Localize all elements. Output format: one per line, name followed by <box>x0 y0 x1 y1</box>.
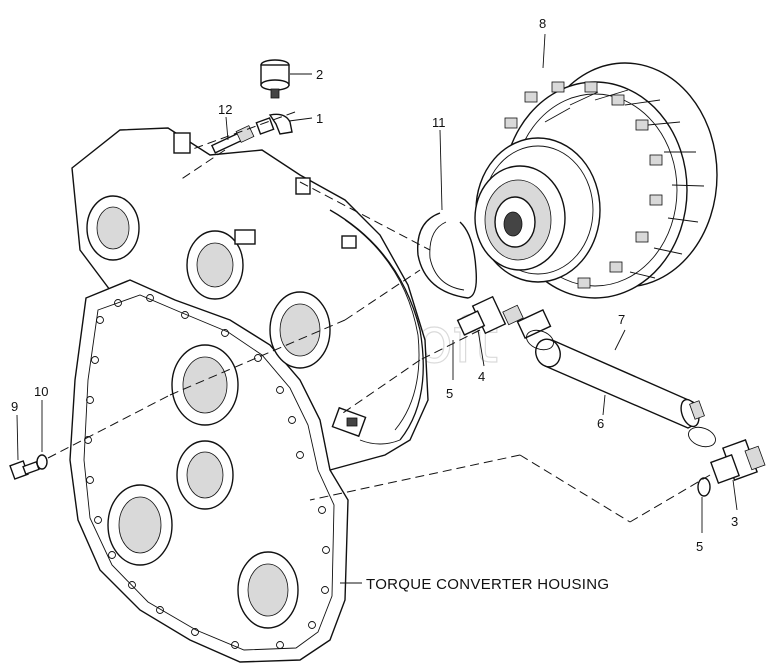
torque-converter-housing <box>69 127 429 663</box>
perimeter-bolts <box>84 294 330 649</box>
washer-10 <box>36 454 48 470</box>
callout-7: 7 <box>618 312 625 327</box>
elbow-fitting-4 <box>456 295 552 340</box>
snap-ring <box>416 212 478 299</box>
callout-11: 11 <box>432 115 446 130</box>
callout-6: 6 <box>597 416 604 431</box>
o-ring-5-right <box>697 477 711 497</box>
callout-12: 12 <box>218 102 232 117</box>
callout-3: 3 <box>731 514 738 529</box>
converter-ribs <box>544 89 705 279</box>
upper-bores <box>86 195 331 369</box>
leader-lines <box>16 33 738 584</box>
callout-numbers: 2 1 12 8 11 7 4 5 6 3 5 10 9 <box>11 16 738 554</box>
callout-5-lower: 5 <box>696 539 703 554</box>
callout-1: 1 <box>316 111 323 126</box>
elbow-fitting-3 <box>710 439 766 484</box>
callout-10: 10 <box>34 384 48 399</box>
assembly-lines <box>47 111 711 523</box>
torque-converter <box>474 62 718 299</box>
callout-9: 9 <box>11 399 18 414</box>
callout-8: 8 <box>539 16 546 31</box>
bolt-9 <box>9 460 40 480</box>
stud-12 <box>210 125 255 154</box>
tube <box>526 329 716 448</box>
sender-2 <box>260 59 290 99</box>
housing-label: TORQUE CONVERTER HOUSING <box>366 576 609 593</box>
callout-2: 2 <box>316 67 323 82</box>
callout-4: 4 <box>478 369 485 384</box>
housing-bores <box>107 344 299 629</box>
callout-5-upper: 5 <box>446 386 453 401</box>
converter-bolts <box>504 81 663 289</box>
